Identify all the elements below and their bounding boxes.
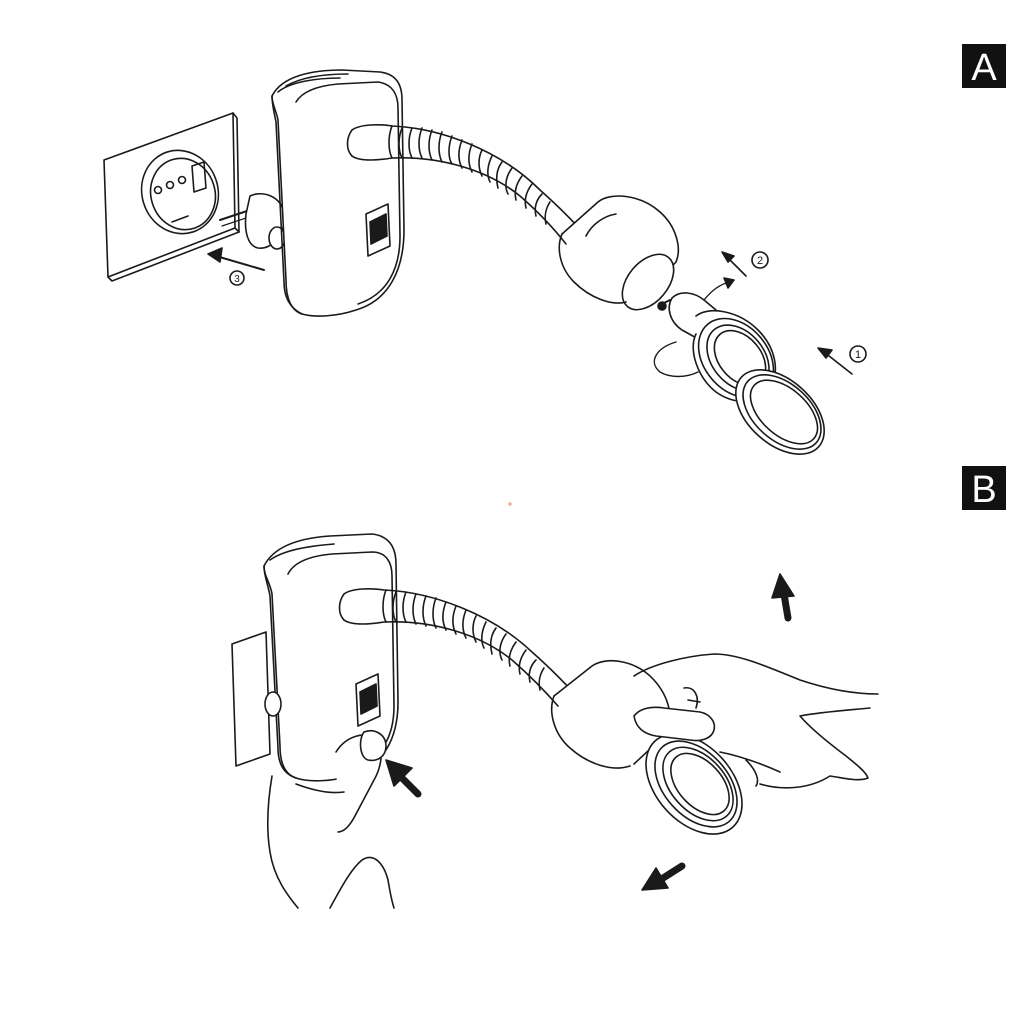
step-2-arrow (703, 251, 747, 301)
lamp-head (558, 195, 680, 311)
panel-label-b: B (962, 466, 1006, 511)
left-hand (267, 730, 395, 909)
panel-b-label-text: B (971, 469, 996, 511)
svg-text:3: 3 (234, 274, 240, 285)
step-number-2: 2 (751, 251, 769, 269)
panel-b: B (231, 466, 1006, 909)
up-arrow (771, 573, 795, 622)
step-number-1: 1 (849, 345, 867, 363)
gooseneck-arm (346, 124, 587, 245)
panel-a-label-text: A (971, 47, 997, 89)
step-3-arrow (207, 247, 265, 271)
wall-socket (103, 112, 240, 282)
panel-label-a: A (962, 44, 1006, 89)
step-1-arrow (817, 347, 853, 375)
step-number-3: 3 (229, 270, 245, 286)
svg-text:2: 2 (757, 255, 763, 267)
lamp-head-b (550, 659, 743, 835)
rocker-switch-b (355, 673, 381, 727)
panel-a: A (103, 44, 1006, 455)
retaining-ring (735, 369, 825, 455)
gooseneck-arm-b (338, 588, 579, 707)
svg-text:1: 1 (855, 349, 861, 361)
right-hand (633, 653, 879, 789)
wall-plate (231, 631, 271, 767)
rocker-switch (365, 203, 391, 257)
pull-arrow (641, 862, 686, 891)
push-arrow (385, 759, 422, 798)
stray-mark (508, 502, 512, 506)
gu10-bulb (653, 292, 777, 403)
lamp-housing (271, 69, 405, 317)
